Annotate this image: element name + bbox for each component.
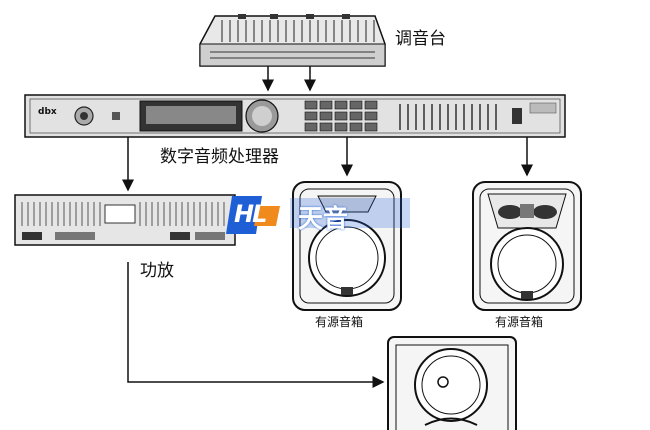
speaker-left — [292, 181, 402, 311]
processor-unit — [24, 94, 566, 138]
processor-brand: dbx — [38, 107, 57, 117]
speaker-right — [472, 181, 582, 311]
line-amplifier-to-passive-speaker — [127, 262, 385, 388]
label-speaker-left: 有源音箱 — [315, 315, 364, 329]
label-processor: 数字音频处理器 — [160, 147, 279, 167]
label-speaker-right: 有源音箱 — [495, 315, 544, 329]
speaker-passive — [387, 336, 517, 430]
label-mixer: 调音台 — [395, 29, 446, 49]
watermark-text: 天音 — [298, 204, 349, 233]
watermark-logo-text: HL — [234, 200, 267, 228]
amplifier-unit — [14, 194, 236, 246]
mixer-console — [199, 14, 386, 67]
label-amplifier: 功放 — [140, 261, 174, 281]
watermark-logo — [226, 196, 410, 234]
